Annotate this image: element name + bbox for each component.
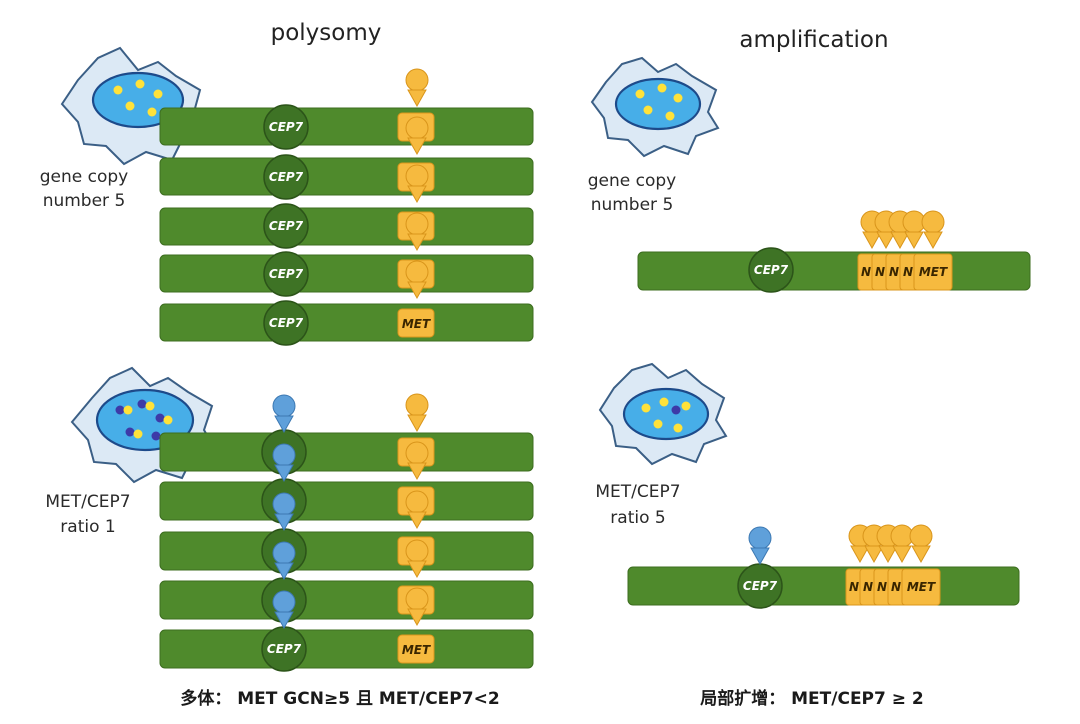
cep7-label: CEP7 (267, 642, 302, 656)
met-label: MET (402, 643, 431, 657)
met-label-truncated: N (849, 580, 859, 594)
met-label-truncated: N (875, 265, 885, 279)
cep7-label: CEP7 (269, 120, 304, 134)
side-label-gcn-line2-right: number 5 (591, 195, 674, 215)
cep7-label: CEP7 (743, 579, 778, 593)
side-label-gcn-line1-right: gene copy (588, 171, 677, 191)
side-label-gcn-line1: gene copy (40, 167, 129, 187)
header-amplification: amplification (739, 27, 888, 53)
side-label-ratio-line2-right: ratio 5 (610, 508, 665, 528)
cep7-label: CEP7 (754, 263, 789, 277)
met-label-truncated: N (861, 265, 871, 279)
amplification-chromosome-top: CEP7 N N N N MET (637, 210, 1031, 293)
met-label-truncated: N (877, 580, 887, 594)
cep7-label: CEP7 (269, 170, 304, 184)
cep7-label: CEP7 (269, 267, 304, 281)
cell-nucleus-icon (622, 387, 710, 441)
met-label: MET (919, 265, 948, 279)
met-label-truncated: N (903, 265, 913, 279)
polysomy-chromosomes-top: CEP7 CEP7 CEP7 CEP7 CEP7 MET (159, 68, 534, 346)
met-label-truncated: N (891, 580, 901, 594)
side-label-ratio-line1: MET/CEP7 (45, 492, 130, 512)
met-label-truncated: N (863, 580, 873, 594)
side-label-ratio-line1-right: MET/CEP7 (595, 482, 680, 502)
met-label: MET (402, 317, 431, 331)
amplification-chromosome-bottom: CEP7 N N N N MET (627, 524, 1020, 609)
side-label-ratio-line2: ratio 1 (60, 517, 115, 537)
cell-bottom-right (598, 362, 728, 466)
met-label-truncated: N (889, 265, 899, 279)
caption-polysomy: 多体： MET GCN≥5 且 MET/CEP7<2 (180, 688, 499, 709)
cep7-label: CEP7 (269, 219, 304, 233)
cell-top-left (60, 46, 208, 166)
header-polysomy: polysomy (271, 20, 382, 46)
cell-top-right (590, 56, 720, 158)
caption-amplification: 局部扩增： MET/CEP7 ≥ 2 (700, 688, 924, 709)
polysomy-chromosomes-bottom: CEP7 MET (159, 393, 534, 672)
met-label: MET (907, 580, 936, 594)
cep7-label: CEP7 (269, 316, 304, 330)
cell-nucleus-icon (614, 77, 702, 131)
side-label-gcn-line2: number 5 (43, 191, 126, 211)
